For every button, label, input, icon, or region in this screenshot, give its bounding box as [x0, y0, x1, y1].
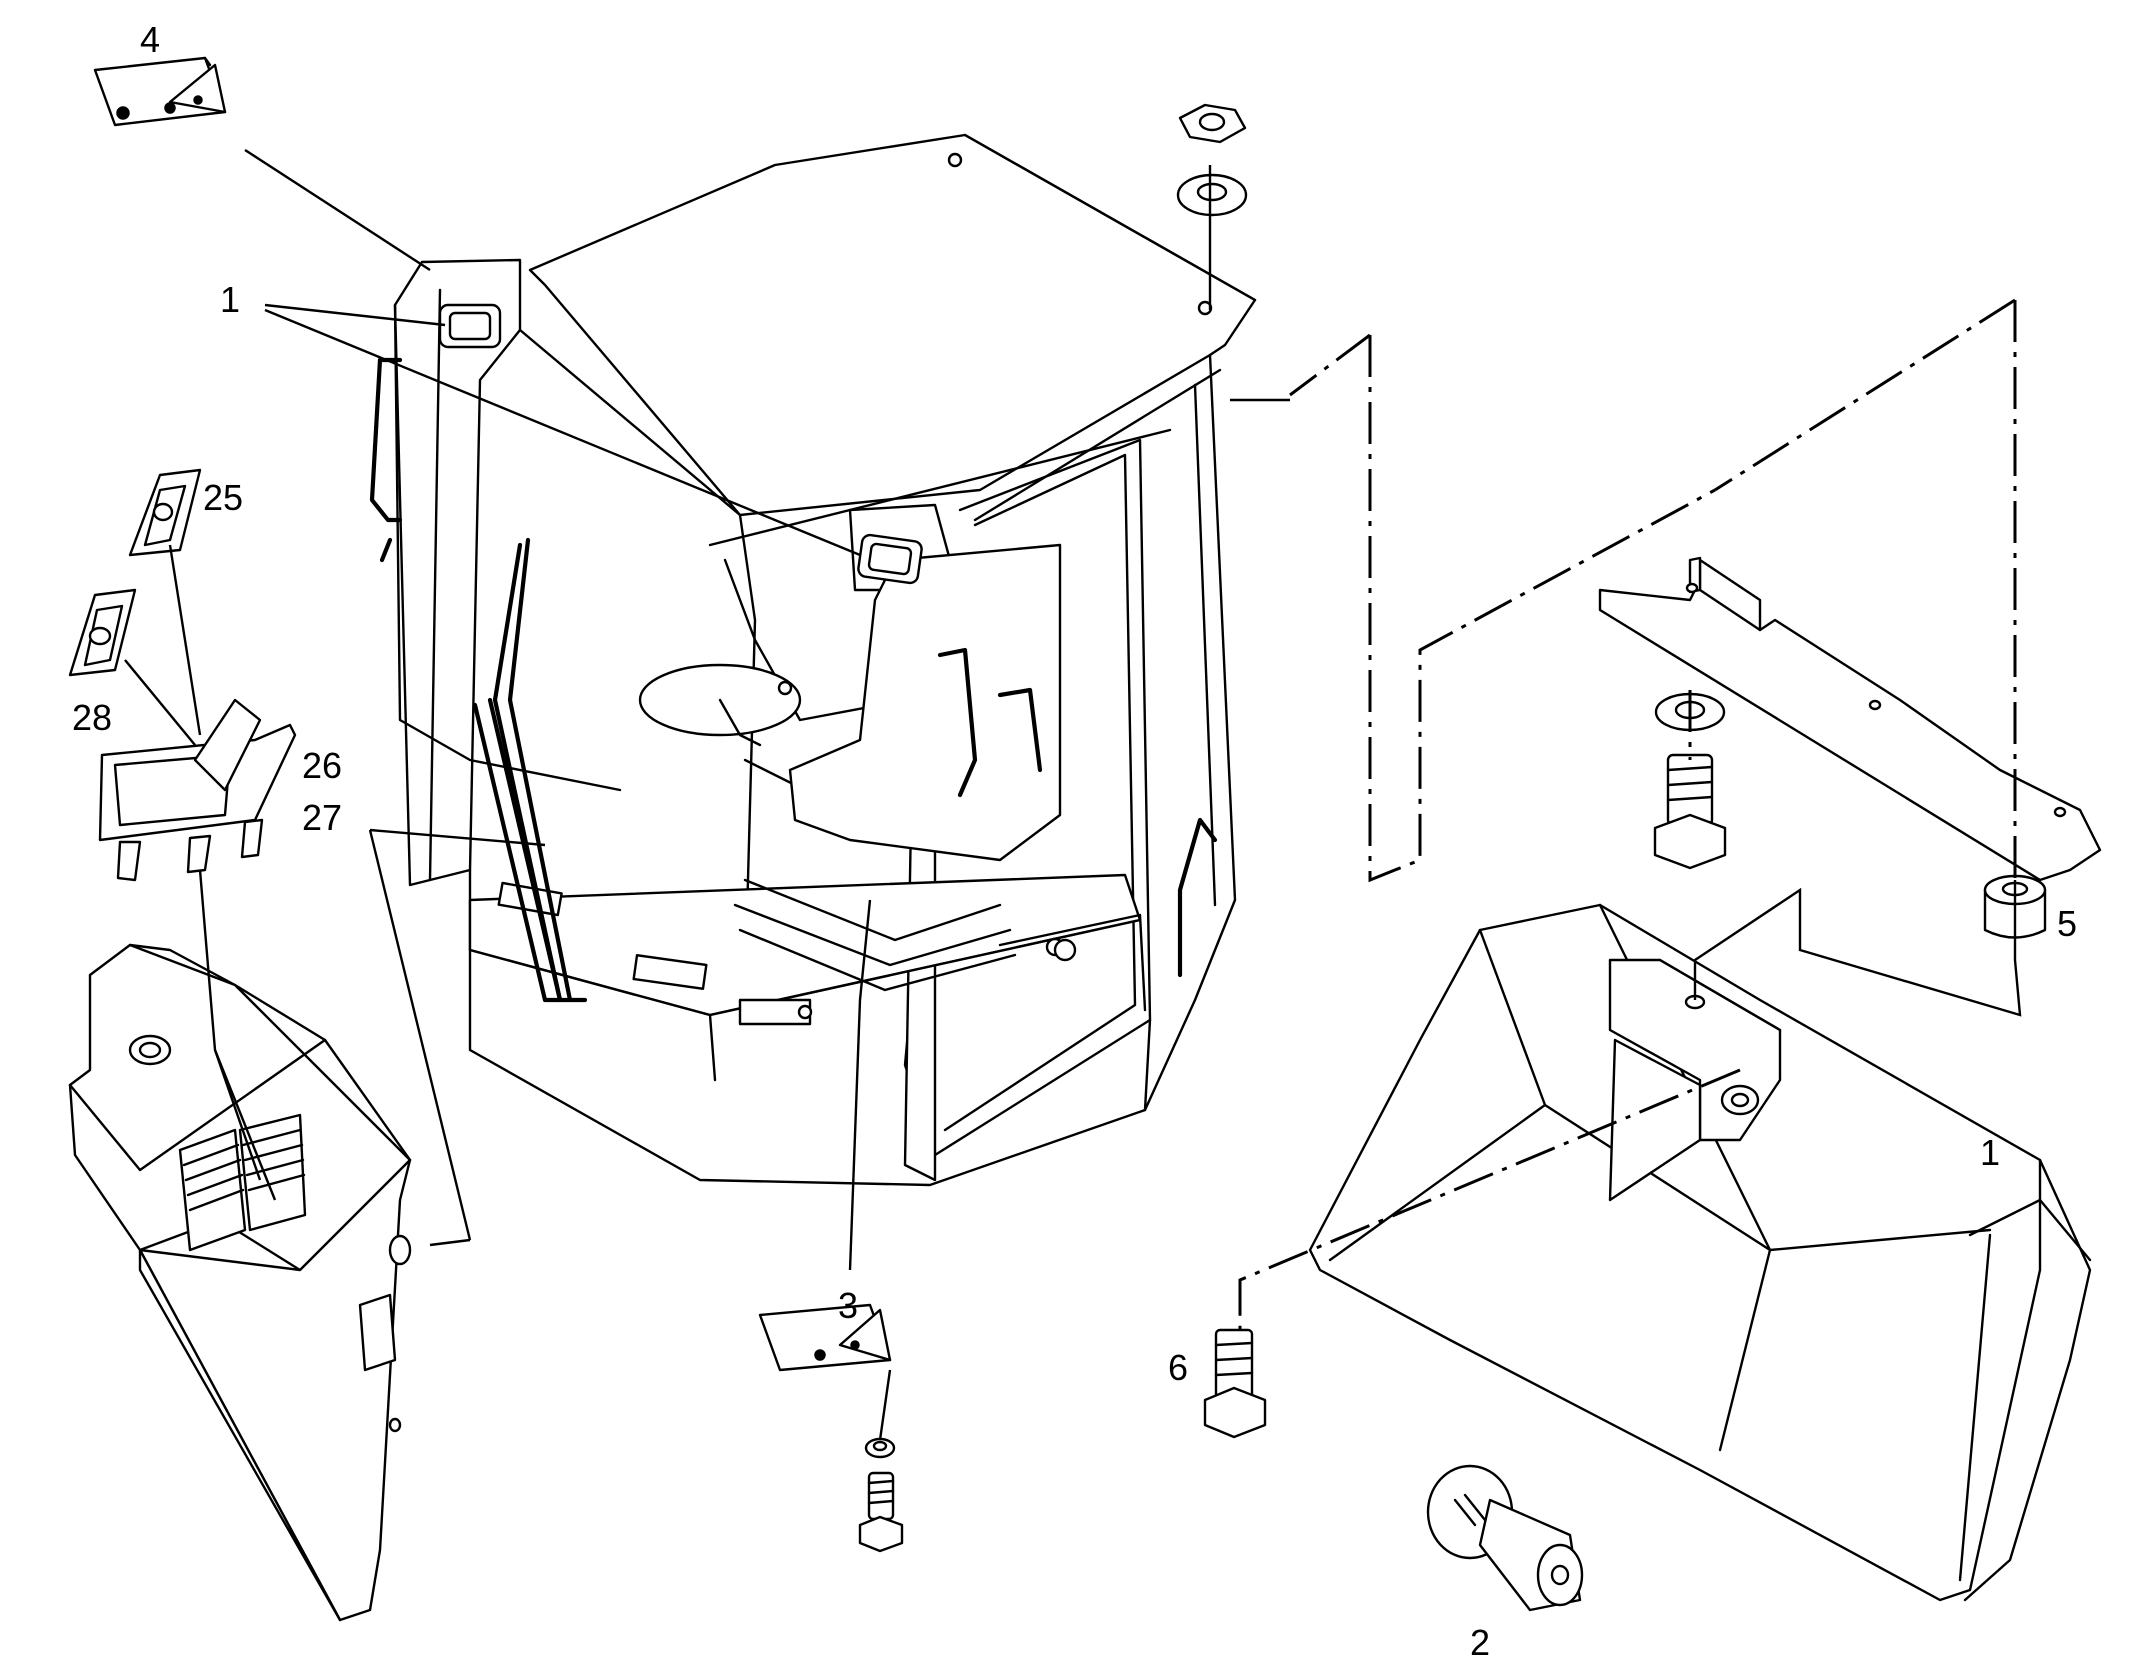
callout-4: 4 — [140, 19, 160, 60]
plate-bolt — [1653, 753, 1727, 870]
side-console — [68, 943, 412, 1622]
callout-26: 26 — [302, 745, 342, 786]
callout-25: 25 — [203, 477, 243, 518]
callout-28: 28 — [72, 697, 112, 738]
assembly-axes — [1238, 298, 2017, 1330]
cab-roof — [528, 133, 1257, 517]
bolt-small — [858, 1471, 904, 1553]
callout-labels: 4 1 25 28 26 27 3 6 5 1 2 — [72, 19, 2077, 1663]
callout-27: 27 — [302, 797, 342, 838]
mounting-plate — [1598, 556, 2102, 882]
roof-washer — [1176, 173, 1248, 217]
leader-lines — [124, 148, 2022, 1441]
work-lamp — [1308, 903, 2092, 1602]
lamp-bulb — [1426, 1464, 1584, 1612]
rocker-switch-26 — [98, 698, 297, 882]
cab-assembly — [369, 133, 1257, 1187]
windshield-wiper — [472, 537, 588, 1003]
lamp-bolt-6 — [1203, 1328, 1267, 1439]
switch-cover-28 — [68, 588, 137, 677]
callout-6: 6 — [1168, 1347, 1188, 1388]
instrument-grille — [497, 881, 1065, 1026]
lamp-bracket-3 — [758, 1303, 892, 1372]
callout-1b: 1 — [1980, 1132, 2000, 1173]
callout-3: 3 — [838, 1285, 858, 1326]
callout-2: 2 — [1470, 1622, 1490, 1663]
callout-1a: 1 — [220, 279, 240, 320]
washer-small — [864, 1437, 896, 1459]
operator-seat — [788, 543, 1062, 862]
roof-nut — [1178, 103, 1247, 144]
callout-5: 5 — [2057, 903, 2077, 944]
cab-left-post — [393, 258, 522, 887]
lamp-bracket-4 — [93, 56, 227, 127]
switch-cover-25 — [128, 468, 202, 557]
